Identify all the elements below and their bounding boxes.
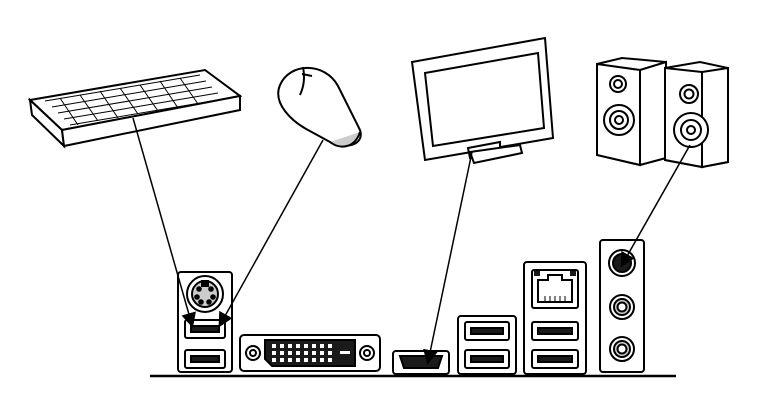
speakers-icon bbox=[596, 56, 729, 169]
audio-mic-jack bbox=[609, 336, 635, 362]
usb-port bbox=[184, 349, 226, 369]
ps2-port bbox=[186, 275, 224, 313]
mouse-icon bbox=[277, 66, 362, 148]
mouse-to-ps2-line bbox=[218, 139, 324, 328]
ethernet-port bbox=[531, 269, 579, 309]
usb-port bbox=[464, 321, 510, 341]
speakers-to-audio-line bbox=[620, 144, 691, 268]
usb-port bbox=[531, 349, 579, 369]
monitor-icon bbox=[410, 36, 555, 165]
ethernet-usb-stack bbox=[523, 261, 587, 375]
connection-lines bbox=[132, 117, 691, 365]
monitor-to-hdmi-line bbox=[423, 151, 473, 365]
usb-port bbox=[531, 321, 579, 341]
hdmi-port bbox=[392, 350, 450, 375]
audio-line-in-jack bbox=[609, 294, 635, 320]
ps2-usb-stack bbox=[177, 271, 233, 373]
keyboard-to-ps2-line bbox=[132, 117, 196, 328]
audio-line-out-jack bbox=[608, 249, 636, 277]
dvi-port bbox=[239, 334, 381, 372]
usb-port bbox=[464, 349, 510, 369]
audio-jack-stack bbox=[599, 239, 645, 373]
keyboard-icon bbox=[27, 68, 243, 149]
usb-stack bbox=[457, 315, 517, 375]
